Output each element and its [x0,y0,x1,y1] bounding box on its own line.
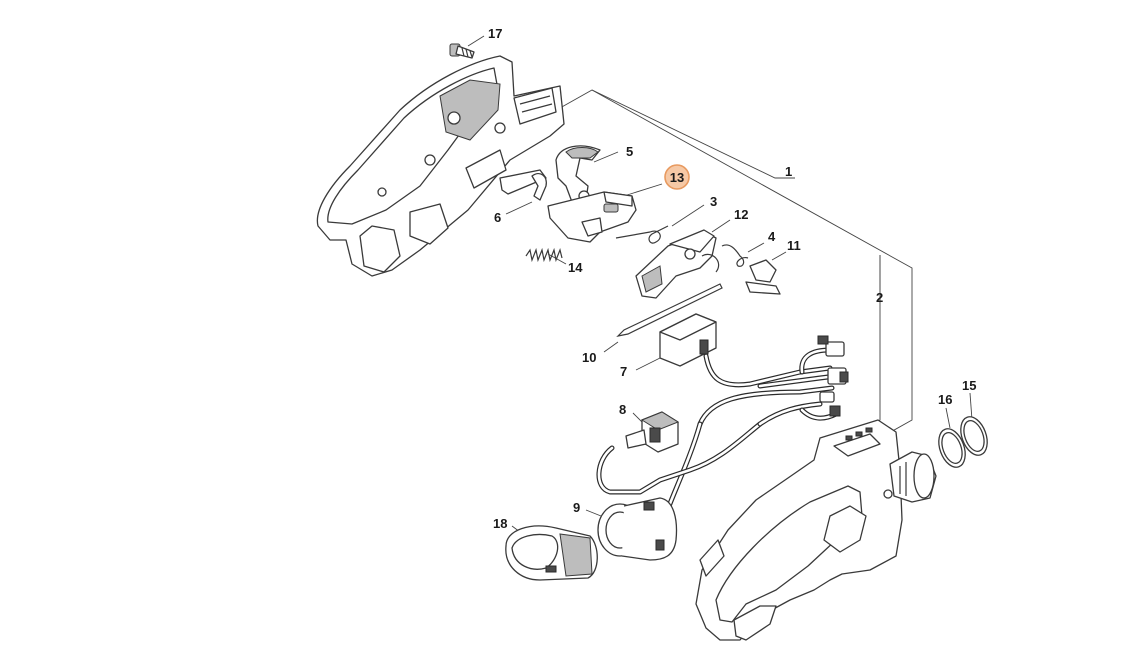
part-17-screw [449,43,475,59]
part-13-trigger-lock [547,191,637,243]
callout-9[interactable]: 9 [573,500,580,515]
callout-6[interactable]: 6 [494,210,501,225]
callout-12[interactable]: 12 [734,207,748,222]
part-14-spring [525,247,563,263]
part-11-pin [745,259,781,295]
part-9-receptacle [597,497,678,561]
callout-16[interactable]: 16 [938,392,952,407]
callout-13-highlight[interactable] [664,164,690,190]
callout-7[interactable]: 7 [620,364,627,379]
callout-15[interactable]: 15 [962,378,976,393]
callout-11[interactable]: 11 [787,238,801,253]
callout-14[interactable]: 14 [568,260,583,275]
part-10-rod [616,253,723,337]
callout-13[interactable]: 13 [670,170,684,185]
callout-8[interactable]: 8 [619,402,626,417]
callout-10[interactable]: 10 [582,350,596,365]
part-16-o-ring [938,428,966,468]
callout-labels: 17 1 5 13 6 3 12 4 11 14 2 10 7 8 9 18 1… [488,26,976,531]
callout-18[interactable]: 18 [493,516,507,531]
part-12-trigger [635,229,717,299]
part-4-spring [721,244,749,267]
part-15-o-ring [960,416,988,456]
callout-2[interactable]: 2 [876,290,883,305]
part-8-switch [625,411,680,453]
part-6-bracket [499,169,547,201]
callout-3[interactable]: 3 [710,194,717,209]
motor-end-fitting [889,451,937,503]
callout-4[interactable]: 4 [768,229,776,244]
part-3-torsion-spring [615,225,669,244]
part-18-cap [505,525,598,581]
part-7-electronic-module [659,313,717,367]
housing-half-shell [316,55,565,277]
callout-17[interactable]: 17 [488,26,502,41]
part-5-trigger-top [555,145,601,203]
callout-1[interactable]: 1 [785,164,792,179]
callout-5[interactable]: 5 [626,144,633,159]
part-2-handle-housing [695,419,903,641]
